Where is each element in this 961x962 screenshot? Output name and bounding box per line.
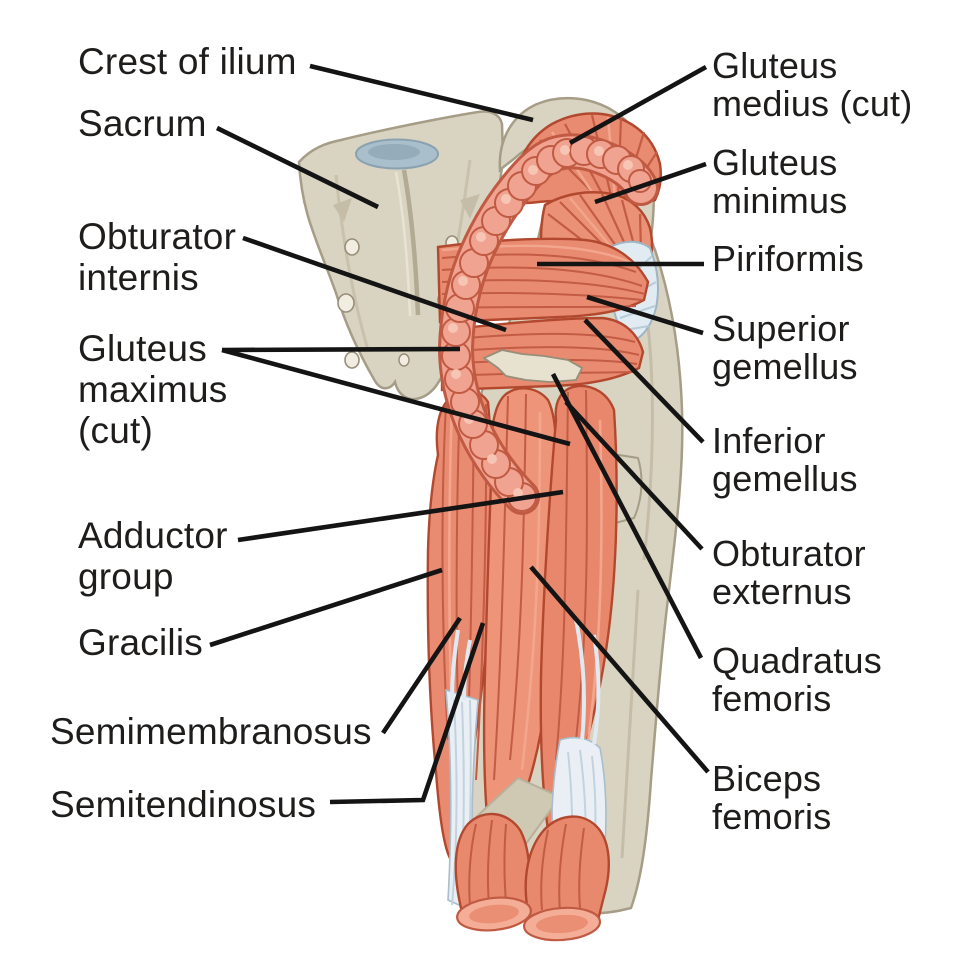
leader-superior-gemellus [586, 294, 704, 336]
label-gluteus-minimus: Gluteus minimus [712, 142, 848, 221]
label-crest-of-ilium: Crest of ilium [78, 41, 297, 82]
label-sacrum: Sacrum [78, 103, 207, 144]
leader-gracilis [209, 567, 443, 648]
label-piriformis: Piriformis [712, 238, 864, 279]
leader-inferior-gemellus [583, 318, 705, 444]
label-obturator-internis: Obturator internis [78, 216, 237, 298]
leader-gluteus-minimus [594, 161, 707, 205]
leader-gluteus-maximus-a [221, 346, 461, 353]
label-superior-gemellus: Superior gemellus [712, 308, 858, 387]
leader-gluteus-medius [568, 64, 708, 146]
cut-muscle-stubs [454, 812, 610, 942]
leader-obturator-internis [242, 235, 507, 333]
leader-crest-of-ilium [309, 63, 534, 123]
leader-semimembranosus [381, 616, 462, 735]
leader-obturator-externus [564, 400, 704, 551]
leader-quadratus-femoris [550, 372, 704, 660]
label-inferior-gemellus: Inferior gemellus [712, 420, 858, 499]
label-gluteus-maximus-cut: Gluteus maximus (cut) [78, 328, 228, 451]
label-quadratus-femoris: Quadratus femoris [712, 640, 882, 719]
leader-adductor-group [237, 489, 564, 543]
label-adductor-group: Adductor group [78, 515, 228, 597]
label-biceps-femoris: Biceps femoris [712, 758, 832, 837]
leader-lines [209, 63, 710, 805]
label-semitendinosus: Semitendinosus [50, 784, 317, 825]
label-gracilis: Gracilis [78, 622, 203, 663]
leader-biceps-femoris [529, 565, 710, 774]
leader-sacrum [215, 125, 380, 210]
intervertebral-disc [355, 138, 439, 170]
label-gluteus-medius-cut: Gluteus medius (cut) [712, 45, 913, 124]
leader-gluteus-maximus-b [221, 347, 571, 447]
leader-semitendinosus [329, 622, 486, 805]
label-semimembranosus: Semimembranosus [50, 711, 372, 752]
label-obturator-externus: Obturator externus [712, 533, 866, 612]
